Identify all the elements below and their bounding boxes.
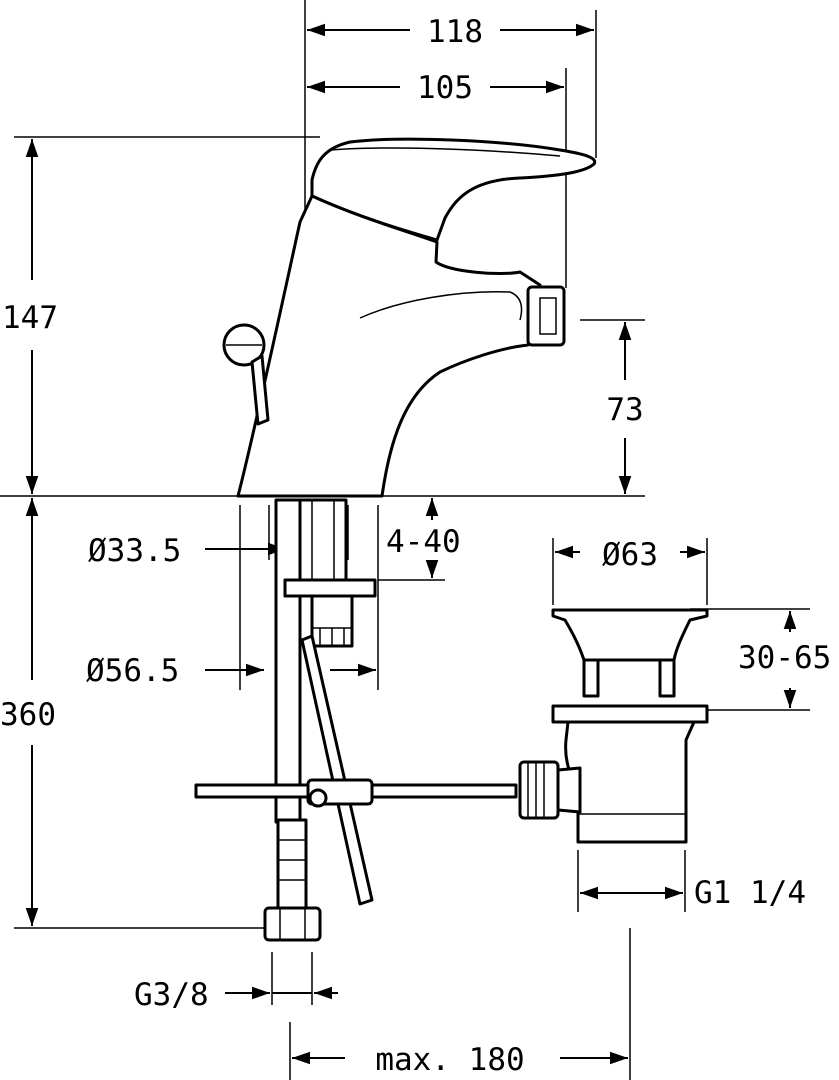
dim-deck-thickness: 4-40 (386, 524, 461, 560)
drain-assembly (518, 608, 709, 844)
dim-base-diameter: Ø56.5 (86, 653, 179, 689)
dimension-labels: 118 105 147 73 360 Ø33.5 4-40 Ø56.5 Ø63 … (0, 14, 831, 1078)
spout-nozzle (526, 285, 566, 347)
dim-waste-thread: G1 1/4 (694, 875, 806, 911)
dim-width-spout: 105 (417, 70, 473, 106)
dim-hole-diameter: Ø33.5 (88, 533, 181, 569)
dim-width-overall: 118 (427, 14, 483, 50)
faucet-body (236, 194, 546, 498)
dim-max-distance: max. 180 (375, 1042, 524, 1078)
dim-height-spout: 73 (606, 392, 643, 428)
dim-height-total: 147 (2, 300, 58, 336)
faucet (222, 137, 597, 498)
dim-waste-diameter: Ø63 (602, 537, 658, 573)
dimension-lines (25, 23, 797, 1065)
dim-supply-thread: G3/8 (134, 977, 209, 1013)
faucet-underside (194, 498, 518, 942)
dim-height-install: 360 (0, 697, 56, 733)
dim-waste-height: 30-65 (738, 640, 831, 676)
